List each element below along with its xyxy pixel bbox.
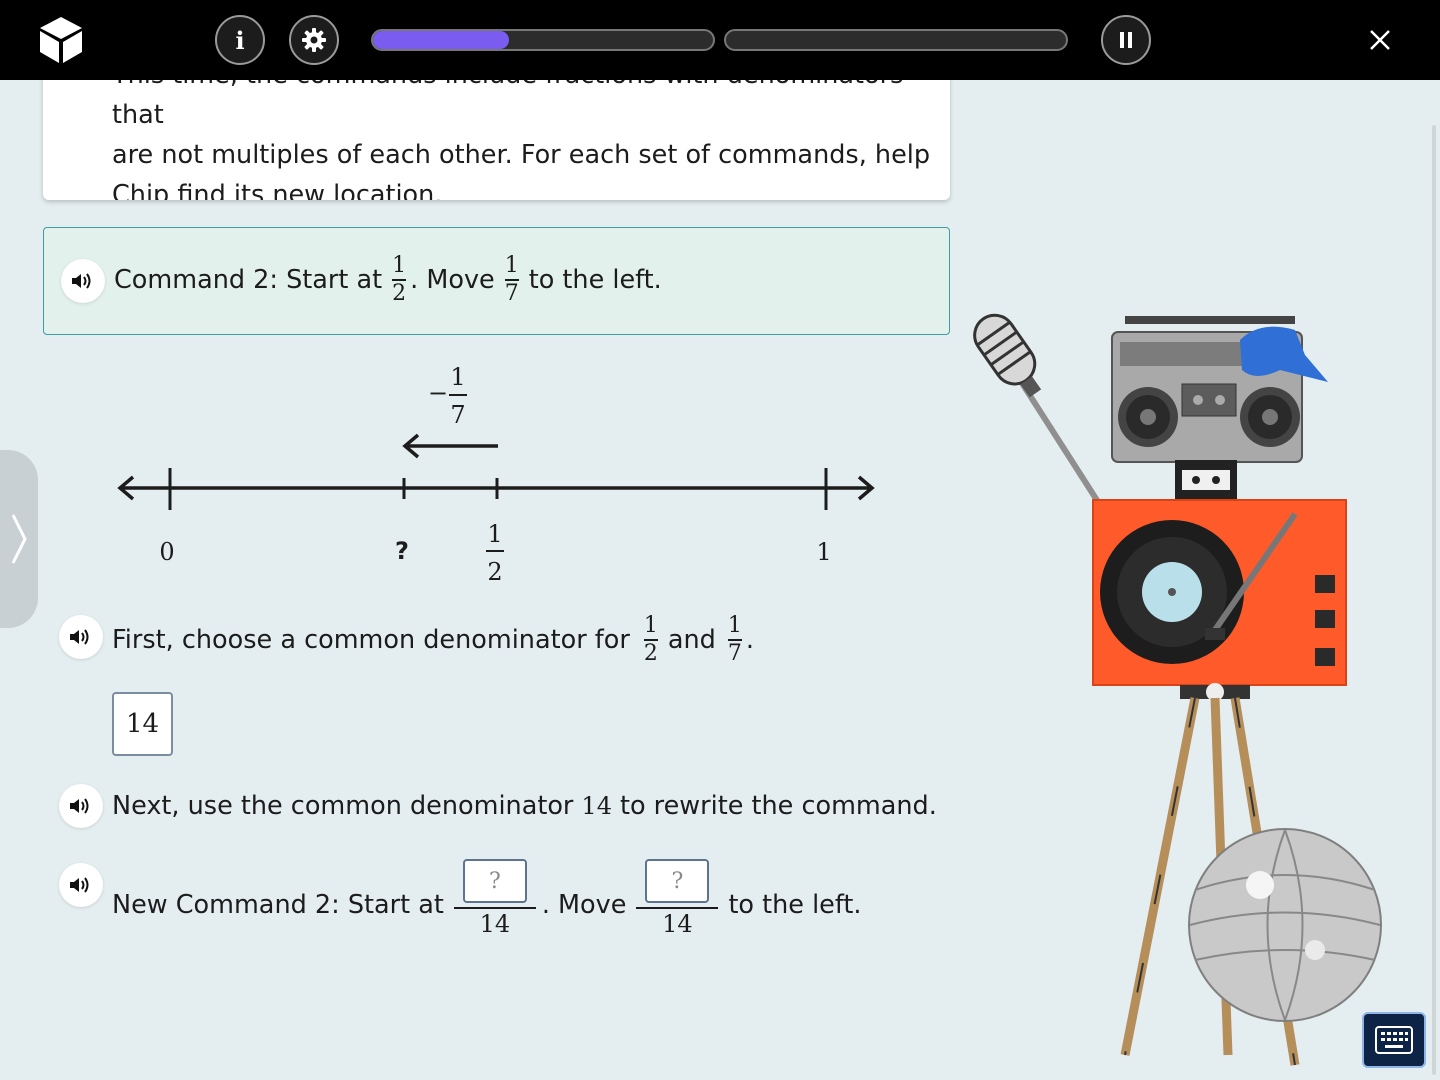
speaker-icon bbox=[70, 629, 89, 645]
step1-end: . bbox=[745, 625, 754, 655]
gear-icon bbox=[302, 28, 326, 52]
intro-line: are not multiples of each other. For eac… bbox=[112, 140, 931, 170]
jump-label: − 1 7 bbox=[428, 363, 467, 429]
step2-value: 14 bbox=[581, 792, 612, 820]
step3-mid: . Move bbox=[541, 890, 627, 920]
microphone-icon bbox=[973, 313, 1042, 398]
command-box: Command 2: Start at 1 2 . Move 1 7 to th… bbox=[43, 227, 950, 335]
label-one: 1 bbox=[816, 538, 831, 566]
move-denominator: 14 bbox=[662, 910, 693, 938]
numerator: 1 bbox=[727, 613, 742, 638]
start-fraction-input: ? 14 bbox=[453, 859, 536, 938]
close-icon[interactable] bbox=[1362, 22, 1398, 58]
step3-text: New Command 2: Start at ? 14 . Move ? 14… bbox=[112, 858, 862, 938]
step2-prefix: Next, use the common denominator bbox=[112, 791, 574, 821]
move-fraction-input: ? 14 bbox=[636, 859, 719, 938]
fraction-start: 1 2 bbox=[392, 253, 407, 306]
disco-ball-icon bbox=[1188, 828, 1382, 1022]
step2-text: Next, use the common denominator 14 to r… bbox=[112, 786, 937, 826]
command-text: Command 2: Start at 1 2 . Move 1 7 to th… bbox=[114, 252, 662, 308]
move-numerator-input[interactable]: ? bbox=[645, 859, 710, 903]
speaker-icon bbox=[70, 877, 89, 893]
speaker-button[interactable] bbox=[61, 259, 105, 303]
robot-illustration bbox=[973, 313, 1382, 1066]
speaker-button[interactable] bbox=[59, 784, 103, 828]
pause-button[interactable] bbox=[1101, 15, 1151, 65]
common-denominator-answer[interactable]: 14 bbox=[112, 692, 173, 756]
label-zero: 0 bbox=[159, 538, 174, 566]
speaker-icon bbox=[72, 273, 91, 289]
denominator: 7 bbox=[727, 641, 742, 666]
denominator: 2 bbox=[392, 281, 407, 306]
fraction-a: 1 2 bbox=[643, 613, 658, 666]
keyboard-icon bbox=[1375, 1026, 1413, 1054]
start-numerator-input[interactable]: ? bbox=[462, 859, 527, 903]
command-suffix: to the left. bbox=[528, 265, 662, 295]
jump-sign: − bbox=[428, 379, 448, 407]
top-bar: i bbox=[0, 0, 1440, 80]
progress-bar-1 bbox=[371, 29, 715, 51]
start-denominator: 14 bbox=[479, 910, 511, 938]
denominator: 2 bbox=[643, 641, 658, 666]
speaker-icon bbox=[70, 798, 89, 814]
label-unknown: ? bbox=[395, 537, 409, 565]
command-prefix: Command 2: Start at bbox=[114, 265, 383, 295]
settings-button[interactable] bbox=[289, 15, 339, 65]
numerator: 1 bbox=[643, 613, 658, 638]
left-arrow bbox=[402, 433, 498, 459]
numerator: 1 bbox=[504, 253, 519, 278]
pause-icon bbox=[1120, 32, 1132, 48]
progress-fill-1 bbox=[373, 31, 509, 49]
chevron-right-icon bbox=[11, 514, 27, 564]
progress-bar-2 bbox=[724, 29, 1068, 51]
turntable-icon bbox=[1092, 499, 1347, 686]
cube-logo-icon[interactable] bbox=[36, 14, 86, 66]
scrollbar[interactable] bbox=[1432, 125, 1436, 1075]
speaker-button[interactable] bbox=[59, 615, 103, 659]
info-button[interactable]: i bbox=[215, 15, 265, 65]
numerator: 1 bbox=[392, 253, 407, 278]
command-mid: . Move bbox=[410, 265, 495, 295]
step2-suffix: to rewrite the command. bbox=[619, 791, 937, 821]
jump-denominator: 7 bbox=[450, 401, 465, 429]
fraction-move: 1 7 bbox=[504, 253, 519, 306]
side-panel-toggle[interactable] bbox=[0, 450, 38, 628]
label-half-denominator: 2 bbox=[487, 558, 502, 586]
jump-numerator: 1 bbox=[450, 363, 465, 391]
step3-suffix: to the left. bbox=[728, 890, 862, 920]
number-line: − 1 7 0 ? 1 2 1 bbox=[117, 363, 875, 586]
cap-icon bbox=[1240, 326, 1328, 382]
step1-text: First, choose a common denominator for 1… bbox=[112, 612, 754, 668]
step1-conj: and bbox=[667, 625, 716, 655]
speaker-button[interactable] bbox=[59, 863, 103, 907]
keyboard-button[interactable] bbox=[1362, 1012, 1426, 1068]
intro-line: Chip find its new location. bbox=[112, 180, 443, 200]
denominator: 7 bbox=[504, 281, 519, 306]
label-half-numerator: 1 bbox=[487, 520, 502, 548]
step1-prefix: First, choose a common denominator for bbox=[112, 625, 630, 655]
step3-prefix: New Command 2: Start at bbox=[112, 890, 444, 920]
fraction-b: 1 7 bbox=[727, 613, 742, 666]
info-icon: i bbox=[235, 25, 245, 55]
